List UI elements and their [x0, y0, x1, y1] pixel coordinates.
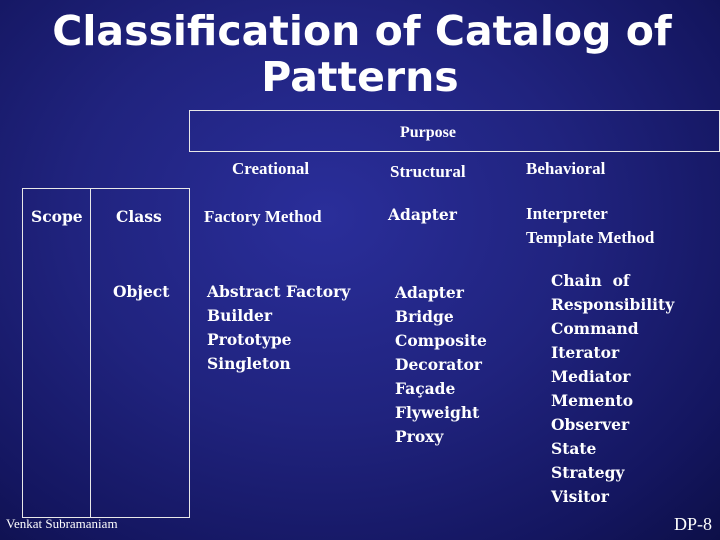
column-header-behavioral: Behavioral — [526, 159, 606, 178]
pattern-item: Abstract Factory — [207, 282, 351, 301]
pattern-item: Visitor — [551, 487, 609, 506]
class-creational-list: Factory Method — [204, 205, 322, 229]
slide-title-line1: Classification of Catalog of — [52, 7, 672, 55]
object-creational-list: Abstract Factory Builder Prototype Singl… — [207, 280, 350, 376]
pattern-item: Builder — [207, 306, 273, 325]
slide-number: DP-8 — [673, 514, 712, 534]
scope-column-cell — [22, 188, 91, 518]
slide-title-line2: Patterns — [261, 53, 459, 101]
scope-object-label: Object — [113, 282, 170, 301]
pattern-item: Singleton — [207, 354, 291, 373]
pattern-item: Iterator — [551, 343, 620, 362]
pattern-item: Interpreter — [526, 204, 608, 223]
footer-author: Venkat Subramaniam — [6, 516, 118, 531]
class-structural-list: Adapter — [388, 203, 457, 227]
pattern-item: Template Method — [526, 228, 655, 247]
purpose-header: Purpose — [400, 124, 456, 141]
class-behavioral-list: Interpreter Template Method — [526, 202, 654, 250]
scope-type-column-cell — [90, 188, 190, 518]
pattern-item: Factory Method — [204, 207, 322, 226]
object-structural-list: Adapter Bridge Composite Decorator Façad… — [395, 281, 487, 449]
scope-header: Scope — [31, 207, 83, 226]
pattern-item: Mediator — [551, 367, 631, 386]
pattern-item: Bridge — [395, 307, 454, 326]
pattern-item: Command — [551, 319, 639, 338]
scope-class-label: Class — [116, 207, 162, 226]
pattern-item: Adapter — [388, 205, 457, 224]
pattern-item: Decorator — [395, 355, 482, 374]
column-header-creational: Creational — [232, 159, 310, 178]
pattern-item: Prototype — [207, 330, 292, 349]
pattern-item: Façade — [395, 379, 456, 398]
pattern-item: Composite — [395, 331, 487, 350]
pattern-item: Strategy — [551, 463, 625, 482]
pattern-item: Proxy — [395, 427, 444, 446]
slide-title: Classification of Catalog of Patterns — [0, 8, 720, 100]
pattern-item: Observer — [551, 415, 630, 434]
pattern-item: Adapter — [395, 283, 464, 302]
pattern-item: Chain of — [551, 271, 630, 290]
pattern-item: Responsibility — [551, 295, 675, 314]
object-behavioral-list: Chain of Responsibility Command Iterator… — [551, 269, 674, 509]
pattern-item: Memento — [551, 391, 634, 410]
column-header-structural: Structural — [390, 162, 466, 181]
pattern-item: Flyweight — [395, 403, 480, 422]
pattern-item: State — [551, 439, 597, 458]
